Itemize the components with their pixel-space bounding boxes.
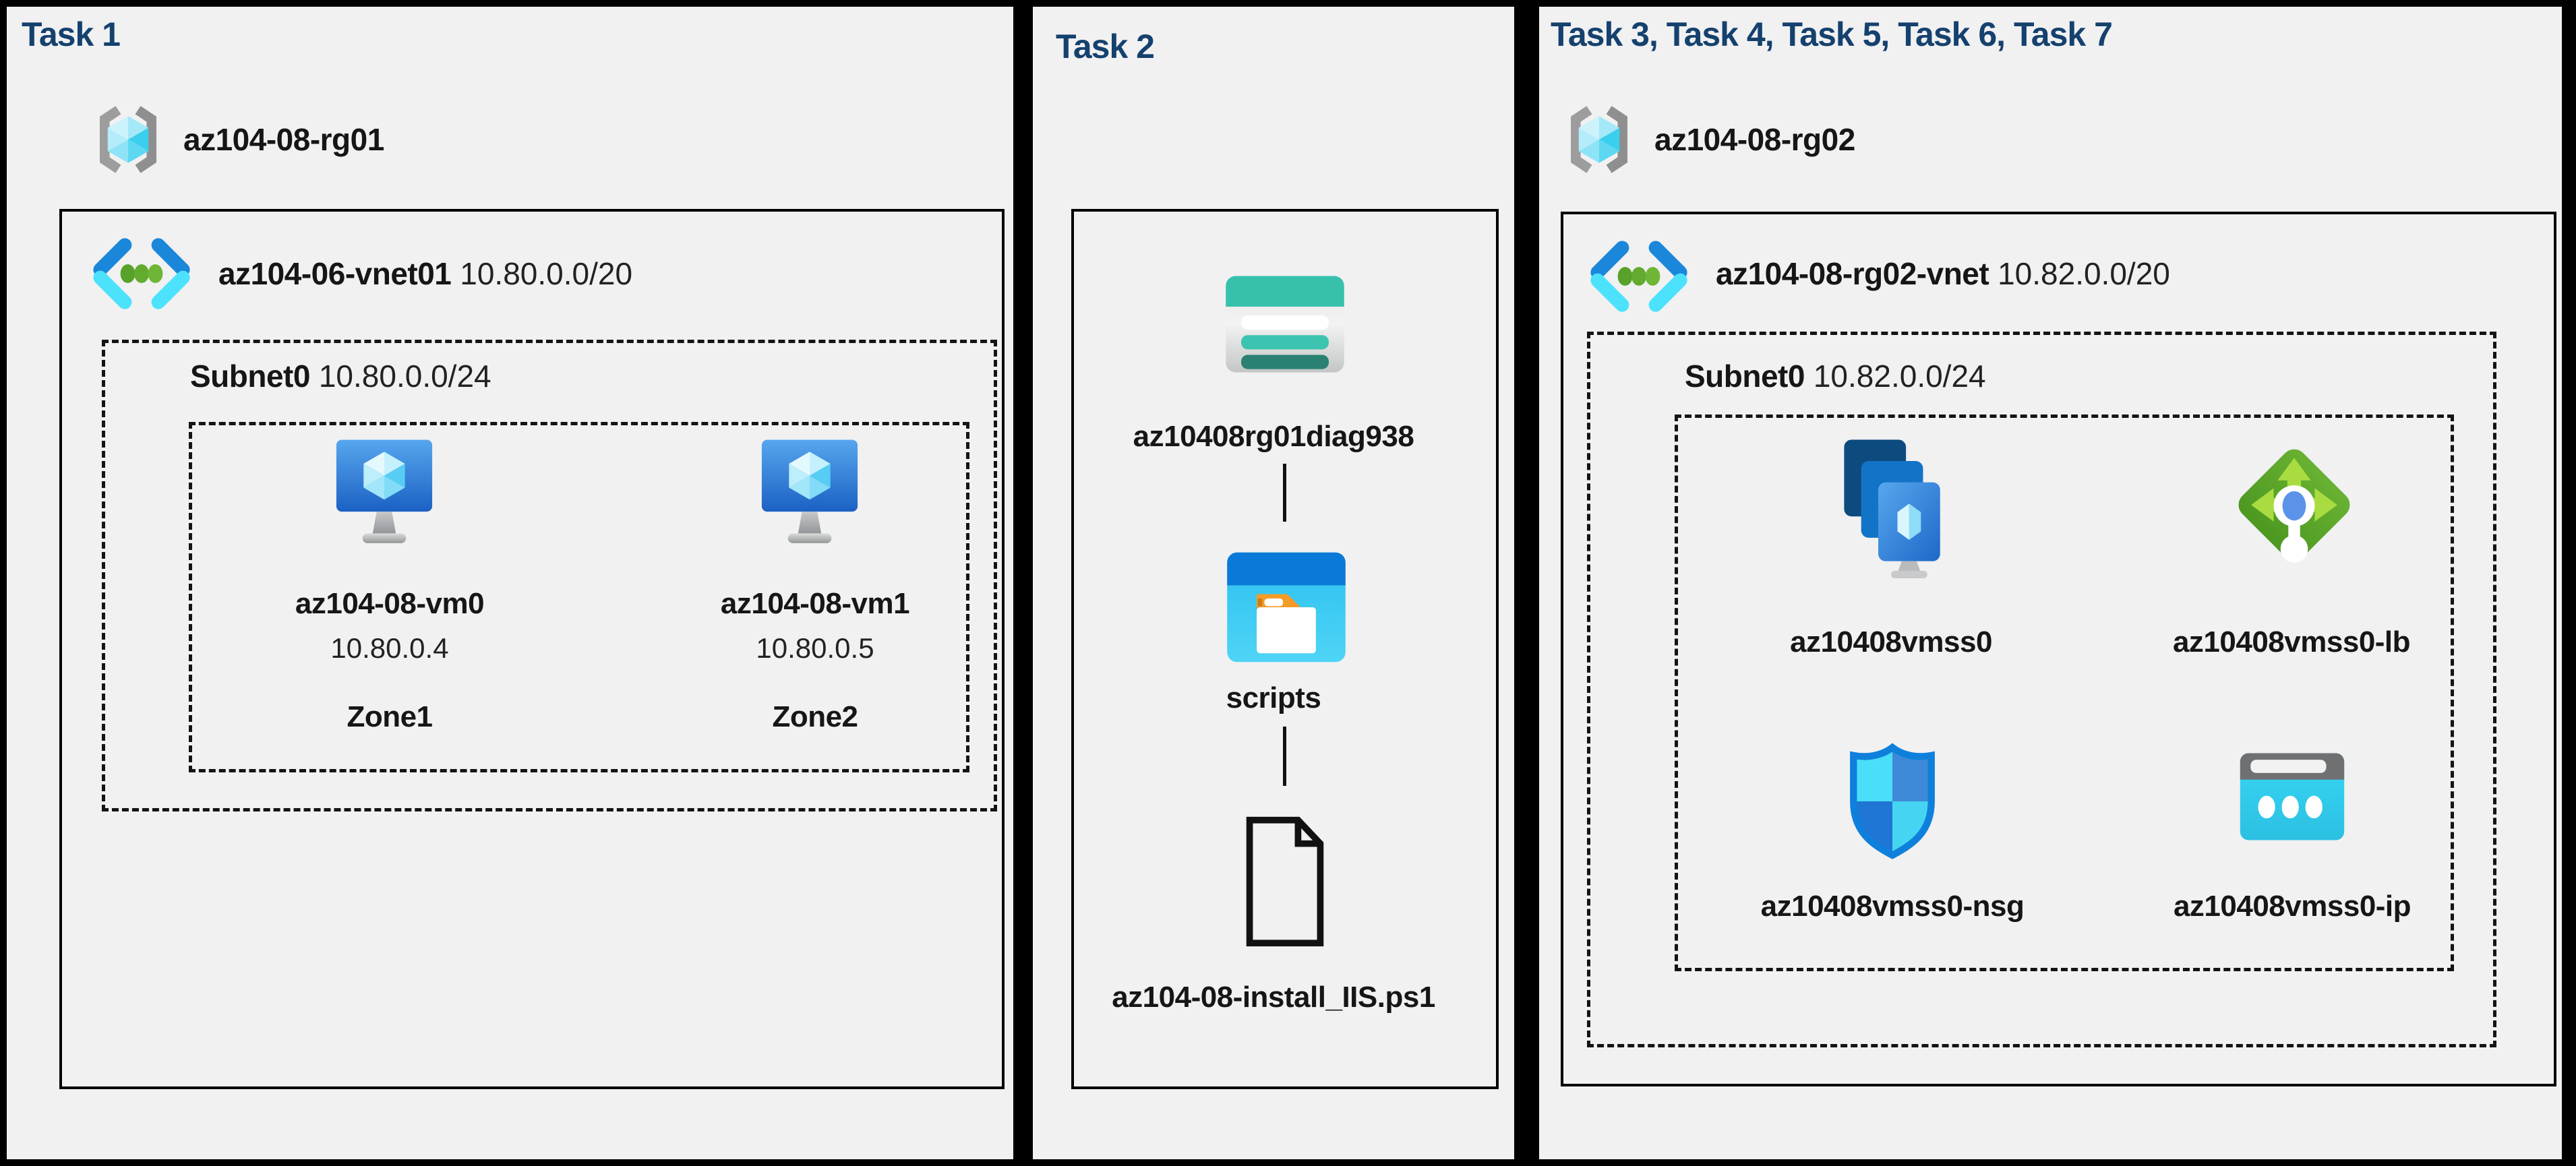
virtual-network-icon (1588, 232, 1690, 321)
vm1-name: az104-08-vm1 (720, 587, 910, 620)
container-name: scripts (1226, 681, 1321, 714)
virtual-machine-icon (759, 435, 860, 549)
load-balancer-name: az10408vmss0-lb (2172, 625, 2411, 658)
network-security-group-icon (1843, 739, 1942, 864)
vm0-name: az104-08-vm0 (295, 587, 485, 620)
connector-line (1283, 464, 1286, 522)
resource-group-icon (90, 93, 166, 186)
availability-zones-box (189, 422, 969, 772)
panel-task3-title: Task 3, Task 4, Task 5, Task 6, Task 7 (1551, 16, 2113, 53)
subnet-box (1587, 332, 2496, 1047)
storage-account-icon (1224, 267, 1346, 381)
vm-scale-set-icon (1830, 435, 1952, 578)
virtual-machine-icon (334, 435, 435, 549)
vnet-box (1561, 212, 2556, 1086)
vmss-name: az10408vmss0 (1790, 625, 1992, 658)
resource-group-name: az104-08-rg02 (1654, 122, 1855, 157)
vm1-zone: Zone2 (772, 700, 858, 733)
connector-line (1283, 727, 1286, 786)
panel-task3: Task 3, Task 4, Task 5, Task 6, Task 7 a… (1539, 7, 2562, 1159)
script-file-name: az104-08-install_IIS.ps1 (1112, 981, 1435, 1014)
nsg-name: az10408vmss0-nsg (1760, 890, 2025, 923)
public-ip-name: az10408vmss0-ip (2173, 890, 2412, 923)
script-file-icon (1240, 810, 1329, 953)
panel-task1-title: Task 1 (22, 16, 121, 53)
public-ip-icon (2238, 751, 2346, 842)
resource-group-icon (1561, 93, 1637, 186)
blob-container-folder-icon (1225, 550, 1348, 665)
vmss-resources-box (1675, 415, 2454, 971)
panel-task2-title: Task 2 (1056, 28, 1155, 65)
vnet-box (59, 209, 1005, 1089)
resource-group-name: az104-08-rg01 (183, 122, 384, 157)
vm1-ip: 10.80.0.5 (756, 632, 874, 664)
vm0-zone: Zone1 (347, 700, 433, 733)
vm0-ip: 10.80.0.4 (330, 632, 449, 664)
panel-task2: Task 2 az10408rg01diag938 (1033, 7, 1514, 1159)
load-balancer-icon (2234, 431, 2355, 582)
storage-box (1071, 209, 1499, 1089)
panel-task1: Task 1 az104-08-rg01 (7, 7, 1013, 1159)
virtual-network-icon (90, 229, 193, 318)
storage-account-name: az10408rg01diag938 (1133, 420, 1414, 453)
subnet-box (102, 340, 997, 811)
